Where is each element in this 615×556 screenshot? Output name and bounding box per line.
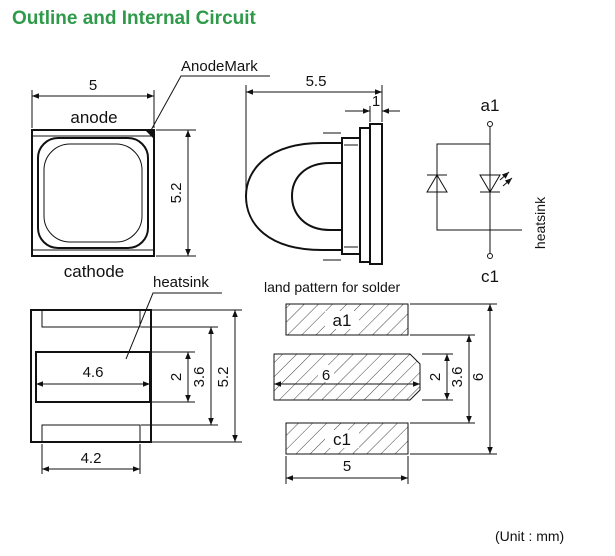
led-symbol [479, 174, 501, 193]
dim-width-label: 5 [89, 77, 97, 94]
side-body [341, 137, 361, 255]
internal-circuit: a1 c1 heatsink [426, 96, 548, 286]
terminal-a1-label: a1 [481, 96, 500, 115]
anode-label: anode [70, 108, 117, 127]
dim-inner-label: 2 [168, 373, 185, 381]
land-pattern-title: land pattern for solder [264, 279, 401, 295]
land-dim-inner-label: 2 [427, 373, 444, 381]
side-view: 5.5 1 [244, 73, 400, 265]
top-view: 5 5.2 anode cathode AnodeMark [31, 58, 270, 281]
dim-heatsink-width-label: 4.6 [83, 364, 104, 381]
side-heatsink-plate [359, 127, 371, 263]
land-pad-a1-label: a1 [333, 311, 352, 330]
side-terminal [369, 123, 383, 265]
page-title: Outline and Internal Circuit [12, 8, 256, 29]
package-outline [31, 129, 155, 257]
heatsink-leader [125, 292, 222, 360]
dim-length-label: 5.5 [306, 73, 327, 90]
land-dim-mid-label: 3.6 [449, 367, 466, 388]
cathode-label: cathode [64, 262, 125, 281]
dim-thickness-label: 1 [372, 93, 380, 110]
bottom-pad-top [41, 309, 141, 328]
terminal-c1-dot [487, 253, 493, 259]
land-dim-outer-label: 6 [470, 373, 487, 381]
side-lens-inner [290, 162, 342, 231]
bottom-heatsink-pad [35, 351, 151, 403]
land-pattern: land pattern for solder a1 c1 6 5 2 3.6 … [264, 279, 497, 484]
anode-mark-label: AnodeMark [181, 58, 258, 75]
dim-center-pad-label: 6 [322, 367, 330, 384]
protection-diode-symbol [426, 174, 448, 193]
lens-outer [37, 137, 149, 249]
terminal-a1-dot [487, 121, 493, 127]
heatsink-circuit-label: heatsink [532, 196, 548, 249]
land-pad-center [273, 353, 421, 401]
dim-land-width-label: 5 [343, 458, 351, 475]
heatsink-bottom-label: heatsink [153, 274, 209, 291]
side-lens-dome [244, 142, 342, 251]
anode-mark-leader [149, 75, 270, 133]
dim-body-width-label: 4.2 [81, 450, 102, 467]
unit-note: (Unit : mm) [495, 528, 564, 544]
dim-mid-label: 3.6 [191, 367, 208, 388]
terminal-c1-label: c1 [481, 267, 499, 286]
dim-height-label: 5.2 [168, 183, 185, 204]
lens-inner [43, 143, 143, 243]
anode-mark [146, 131, 153, 138]
land-pad-c1-label: c1 [333, 430, 351, 449]
dim-outer-label: 5.2 [215, 367, 232, 388]
bottom-pad-bottom [41, 424, 141, 443]
bottom-view: heatsink 4.6 4.2 2 3.6 5.2 [30, 274, 242, 474]
